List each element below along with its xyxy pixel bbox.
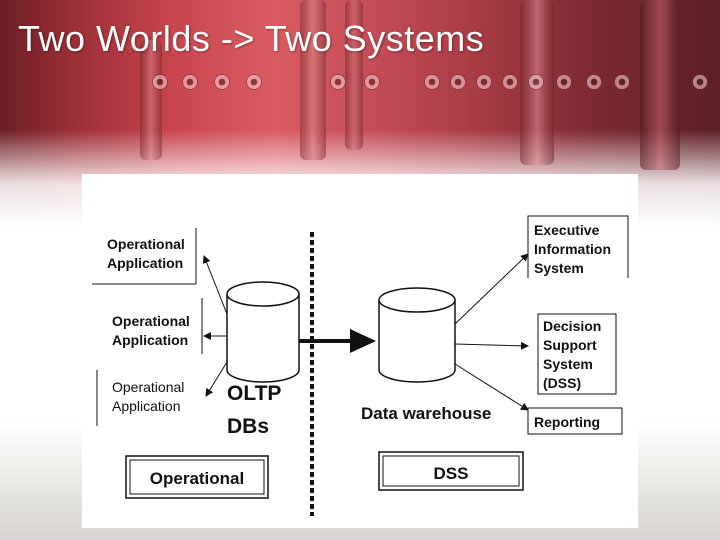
warehouse-to-eis-arrow bbox=[454, 253, 529, 325]
operational-application-1-line1: Operational bbox=[107, 236, 185, 252]
eis-line1: Executive bbox=[534, 222, 600, 238]
oltp-label-line2: DBs bbox=[227, 415, 269, 438]
slide-title: Two Worlds -> Two Systems bbox=[18, 18, 485, 59]
hazard-icon bbox=[246, 74, 262, 90]
reporting-label: Reporting bbox=[534, 414, 600, 430]
hazard-icon bbox=[692, 74, 708, 90]
oltp-to-app1-arrow bbox=[202, 255, 228, 315]
hazard-icon bbox=[364, 74, 380, 90]
dss-box-label: DSS bbox=[434, 464, 469, 483]
hazard-icon bbox=[450, 74, 466, 90]
operational-application-3-line1: Operational bbox=[112, 379, 184, 395]
hazard-icon bbox=[476, 74, 492, 90]
eis-line3: System bbox=[534, 260, 584, 276]
operational-application-1: Operational Application bbox=[92, 228, 197, 285]
oltp-label-line1: OLTP bbox=[227, 382, 281, 405]
warehouse-to-dss-arrow bbox=[454, 341, 529, 350]
diagram-panel: Operational Application Operational Appl… bbox=[82, 174, 638, 528]
background-pipe bbox=[300, 0, 326, 160]
data-warehouse-label: Data warehouse bbox=[361, 404, 491, 423]
dss-system-line4: (DSS) bbox=[543, 375, 581, 391]
dss-system-line1: Decision bbox=[543, 318, 601, 334]
hazard-icon bbox=[182, 74, 198, 90]
hazard-icon bbox=[586, 74, 602, 90]
hazard-icon bbox=[152, 74, 168, 90]
hazard-icon bbox=[214, 74, 230, 90]
hazard-icon bbox=[502, 74, 518, 90]
operational-application-3: Operational Application bbox=[96, 370, 184, 426]
oltp-to-app3-arrow bbox=[205, 361, 228, 397]
hazard-icon bbox=[614, 74, 630, 90]
hazard-icon bbox=[330, 74, 346, 90]
operational-application-1-line2: Application bbox=[107, 255, 183, 271]
dss-box: DSS bbox=[378, 451, 524, 491]
hazard-icon bbox=[556, 74, 572, 90]
data-warehouse-cylinder bbox=[378, 287, 456, 383]
warehouse-to-reporting-arrow bbox=[454, 363, 529, 411]
hazard-icon bbox=[424, 74, 440, 90]
operational-box-label: Operational bbox=[150, 469, 244, 488]
operational-application-2-line1: Operational bbox=[112, 313, 190, 329]
decision-support-system-box: Decision Support System (DSS) bbox=[537, 313, 617, 395]
reporting-box: Reporting bbox=[527, 407, 623, 435]
dss-system-line2: Support bbox=[543, 337, 597, 353]
architecture-diagram: Operational Application Operational Appl… bbox=[92, 215, 629, 516]
operational-application-3-line2: Application bbox=[112, 398, 181, 414]
eis-line2: Information bbox=[534, 241, 611, 257]
background-pipe bbox=[640, 0, 680, 170]
executive-information-system-box: Executive Information System bbox=[527, 215, 629, 278]
operational-application-2: Operational Application bbox=[112, 298, 203, 354]
background-pipe bbox=[345, 0, 363, 150]
oltp-database-cylinder bbox=[226, 281, 300, 383]
hazard-icon bbox=[528, 74, 544, 90]
operational-application-2-line2: Application bbox=[112, 332, 188, 348]
operational-box: Operational bbox=[125, 455, 269, 499]
background-pipe bbox=[140, 40, 162, 160]
dss-system-line3: System bbox=[543, 356, 593, 372]
